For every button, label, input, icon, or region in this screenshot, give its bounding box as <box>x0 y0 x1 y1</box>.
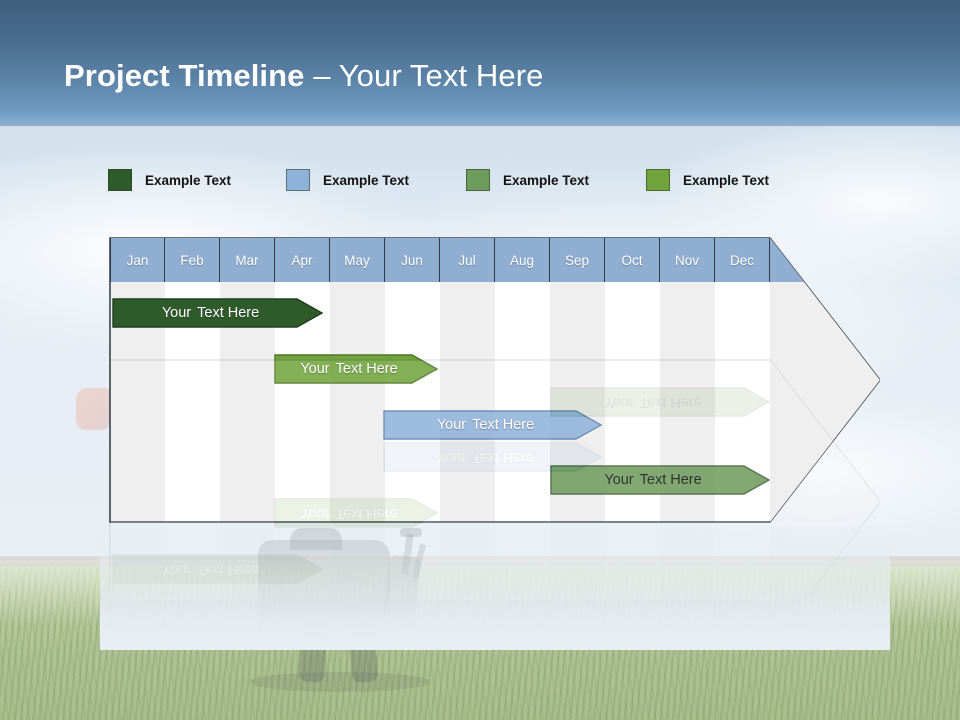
timeline-bar-shape-1 <box>112 298 323 328</box>
silhouette-ground-shadow <box>250 672 430 692</box>
legend-item-4[interactable]: Example Text <box>646 166 769 194</box>
month-header-band <box>110 238 770 282</box>
month-cell-nov[interactable]: Nov <box>660 238 715 282</box>
month-cell-jun[interactable]: Jun <box>385 238 440 282</box>
timeline-column-jul <box>440 238 495 522</box>
month-cell-jul[interactable]: Jul <box>440 238 495 282</box>
month-cell-oct[interactable]: Oct <box>605 238 660 282</box>
timeline-bar-shape-4 <box>550 465 770 495</box>
legend: Example Text Example Text Example Text Exam… <box>108 166 828 196</box>
legend-label-2: Example Text <box>323 172 410 188</box>
month-cell-feb[interactable]: Feb <box>165 238 220 282</box>
silhouette-figure-head <box>290 528 342 550</box>
month-cell-sep[interactable]: Sep <box>550 238 605 282</box>
page-title: Project Timeline – Your Text Here <box>64 58 543 94</box>
timeline-bar-shape-3 <box>383 410 602 440</box>
page-title-strong: Project Timeline <box>64 58 305 93</box>
page-title-rest: – Your Text Here <box>304 58 544 93</box>
background-hand-object <box>76 388 110 430</box>
background-grass-haze <box>0 566 960 626</box>
silhouette-club-head <box>400 528 422 537</box>
month-cell-dec[interactable]: Dec <box>715 238 770 282</box>
legend-label-1: Example Text <box>145 172 232 188</box>
legend-label-4: Example Text <box>683 172 770 188</box>
legend-swatch-3 <box>466 169 490 191</box>
month-cell-apr[interactable]: Apr <box>275 238 330 282</box>
month-cell-jan[interactable]: Jan <box>110 238 165 282</box>
legend-label-3: Example Text <box>503 172 590 188</box>
month-cell-mar[interactable]: Mar <box>220 238 275 282</box>
legend-swatch-4 <box>646 169 670 191</box>
legend-swatch-2 <box>286 169 310 191</box>
timeline-bar-shape-2 <box>274 354 438 384</box>
month-cell-aug[interactable]: Aug <box>495 238 550 282</box>
timeline-bar-graphic-2 <box>274 354 438 384</box>
legend-item-3[interactable]: Example Text <box>466 166 589 194</box>
legend-swatch-1 <box>108 169 132 191</box>
timeline-column-mar <box>220 238 275 522</box>
month-cell-may[interactable]: May <box>330 238 385 282</box>
legend-item-1[interactable]: Example Text <box>108 166 231 194</box>
arrow-head-header-fill <box>770 238 805 282</box>
timeline-arrow-graphic <box>109 237 880 523</box>
timeline-column-feb <box>165 238 220 522</box>
timeline-bar-graphic-4 <box>550 465 770 495</box>
timeline-bar-graphic-1 <box>112 298 323 328</box>
timeline-bar-graphic-3 <box>383 410 602 440</box>
title-band <box>0 0 960 126</box>
legend-item-2[interactable]: Example Text <box>286 166 409 194</box>
timeline-column-aug <box>495 238 550 522</box>
arrow-head <box>770 238 880 522</box>
timeline-column-jan <box>110 238 165 522</box>
